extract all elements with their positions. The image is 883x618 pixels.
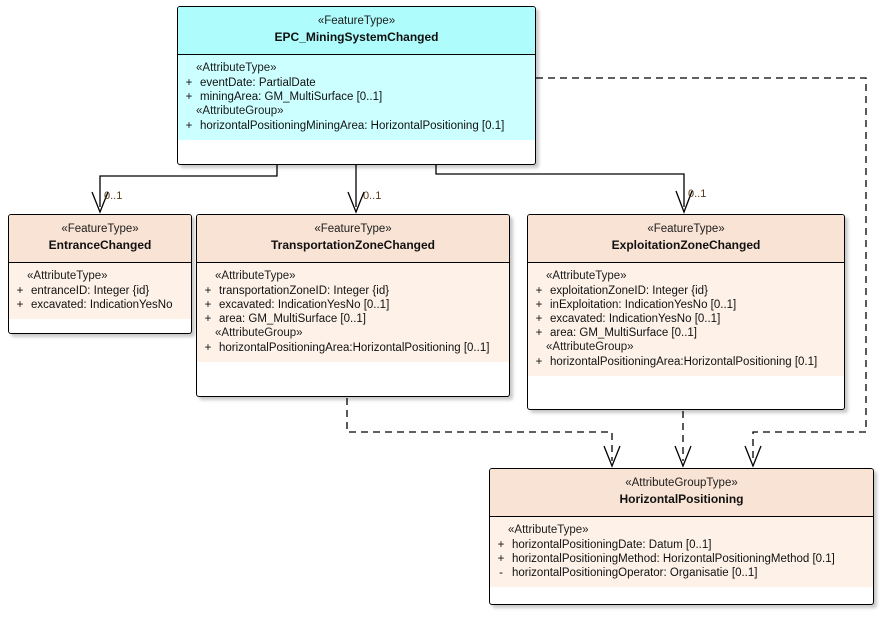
- connector-epc-to-horizontal: [536, 77, 867, 468]
- attribute-row: - horizontalPositioningOperator: Organis…: [490, 566, 873, 580]
- attribute-row: + horizontalPositioningDate: Datum [0..1…: [490, 538, 873, 552]
- visibility-marker: +: [535, 327, 543, 339]
- class-stereotype: «FeatureType»: [314, 223, 392, 235]
- class-attributes: «AttributeType» + entranceID: Integer {i…: [9, 263, 191, 319]
- visibility-marker: +: [204, 299, 212, 311]
- attribute-text: exploitationZoneID: Integer {id}: [550, 285, 708, 297]
- class-attributes: «AttributeType» + eventDate: PartialDate…: [178, 55, 535, 140]
- visibility-marker: +: [185, 91, 193, 103]
- connector-exploitation-to-horizontal: [674, 411, 692, 468]
- attribute-row: + horizontalPositioningArea:HorizontalPo…: [528, 355, 844, 369]
- visibility-marker: +: [204, 313, 212, 325]
- visibility-marker: +: [535, 285, 543, 297]
- class-header: «FeatureType» EPC_MiningSystemChanged: [178, 7, 535, 55]
- attribute-row: + excavated: IndicationYesNo: [9, 298, 191, 312]
- compartment-group-label: «AttributeGroup»: [546, 341, 634, 353]
- visibility-marker: +: [204, 342, 212, 354]
- compartment-group-label: «AttributeGroup»: [215, 327, 303, 339]
- attribute-text: excavated: IndicationYesNo [0..1]: [219, 299, 390, 311]
- visibility-marker: +: [497, 553, 505, 565]
- visibility-marker: +: [16, 299, 24, 311]
- attribute-row: + area: GM_MultiSurface [0..1]: [197, 312, 509, 326]
- class-stereotype: «FeatureType»: [647, 223, 725, 235]
- class-attributes: «AttributeType» + transportationZoneID: …: [197, 263, 509, 362]
- attribute-text: area: GM_MultiSurface [0..1]: [219, 313, 367, 325]
- compartment-group-label: «AttributeType»: [508, 524, 589, 536]
- compartment-group-label: «AttributeType»: [27, 270, 108, 282]
- compartment-group-label: «AttributeType»: [546, 270, 627, 282]
- attribute-row: + horizontalPositioningMethod: Horizonta…: [490, 552, 873, 566]
- attribute-text: excavated: IndicationYesNo: [31, 299, 173, 311]
- attribute-text: area: GM_MultiSurface [0..1]: [550, 327, 698, 339]
- multiplicity-label-entrance: 0..1: [104, 190, 123, 202]
- visibility-marker: +: [535, 299, 543, 311]
- attribute-text: horizontalPositioningMethod: HorizontalP…: [512, 553, 835, 565]
- attribute-row: + entranceID: Integer {id}: [9, 284, 191, 298]
- attribute-text: entranceID: Integer {id}: [31, 285, 150, 297]
- class-stereotype: «AttributeGroupType»: [625, 477, 738, 489]
- attribute-row: + horizontalPositioningArea:HorizontalPo…: [197, 341, 509, 355]
- class-name: TransportationZoneChanged: [270, 238, 435, 253]
- class-header: «AttributeGroupType» HorizontalPositioni…: [490, 469, 873, 517]
- visibility-marker: +: [535, 313, 543, 325]
- visibility-marker: +: [16, 285, 24, 297]
- multiplicity-label-exploitation: 0..1: [688, 188, 707, 200]
- class-box-epc-miningsystemchanged[interactable]: «FeatureType» EPC_MiningSystemChanged «A…: [177, 6, 536, 165]
- attribute-text: horizontalPositioningArea:HorizontalPosi…: [550, 356, 818, 368]
- class-box-horizontalpositioning[interactable]: «AttributeGroupType» HorizontalPositioni…: [489, 468, 874, 605]
- attribute-text: transportationZoneID: Integer {id}: [219, 285, 390, 297]
- class-box-exploitationzonechanged[interactable]: «FeatureType» ExploitationZoneChanged «A…: [527, 214, 845, 410]
- visibility-marker: +: [204, 285, 212, 297]
- class-stereotype: «FeatureType»: [61, 223, 139, 235]
- compartment-group-label: «AttributeType»: [196, 62, 277, 74]
- attribute-text: horizontalPositioningMiningArea: Horizon…: [200, 120, 505, 132]
- class-header: «FeatureType» TransportationZoneChanged: [197, 215, 509, 263]
- connector-epc-to-exploitation: [435, 165, 693, 214]
- visibility-marker: +: [497, 539, 505, 551]
- class-name: HorizontalPositioning: [619, 492, 744, 507]
- class-name: EntranceChanged: [48, 238, 152, 253]
- attribute-row: + horizontalPositioningMiningArea: Horiz…: [178, 119, 535, 133]
- attribute-row: + area: GM_MultiSurface [0..1]: [528, 326, 844, 340]
- class-box-transportationzonechanged[interactable]: «FeatureType» TransportationZoneChanged …: [196, 214, 510, 397]
- attribute-text: miningArea: GM_MultiSurface [0..1]: [200, 91, 383, 103]
- visibility-marker: -: [499, 567, 503, 579]
- visibility-marker: +: [185, 77, 193, 89]
- attribute-row: + inExploitation: IndicationYesNo [0..1]: [528, 298, 844, 312]
- class-header: «FeatureType» EntranceChanged: [9, 215, 191, 263]
- class-name: ExploitationZoneChanged: [611, 238, 761, 253]
- class-attributes: «AttributeType» + exploitationZoneID: In…: [528, 263, 844, 376]
- attribute-text: excavated: IndicationYesNo [0..1]: [550, 313, 721, 325]
- attribute-text: horizontalPositioningArea:HorizontalPosi…: [219, 342, 490, 354]
- attribute-text: horizontalPositioningDate: Datum [0..1]: [512, 539, 712, 551]
- attribute-row: + transportationZoneID: Integer {id}: [197, 284, 509, 298]
- class-header: «FeatureType» ExploitationZoneChanged: [528, 215, 844, 263]
- attribute-row: + excavated: IndicationYesNo [0..1]: [197, 298, 509, 312]
- class-stereotype: «FeatureType»: [317, 15, 396, 27]
- visibility-marker: +: [185, 120, 193, 132]
- compartment-group-label: «AttributeType»: [215, 270, 296, 282]
- connector-epc-to-entrance: [91, 165, 278, 214]
- multiplicity-label-transport: 0..1: [363, 190, 382, 202]
- attribute-row: + miningArea: GM_MultiSurface [0..1]: [178, 90, 535, 104]
- visibility-marker: +: [535, 356, 543, 368]
- class-box-entrancechanged[interactable]: «FeatureType» EntranceChanged «Attribute…: [8, 214, 192, 334]
- class-name: EPC_MiningSystemChanged: [274, 30, 439, 45]
- attribute-row: + excavated: IndicationYesNo [0..1]: [528, 312, 844, 326]
- connector-epc-to-transport: [347, 165, 365, 214]
- attribute-text: eventDate: PartialDate: [200, 77, 316, 89]
- attribute-row: + exploitationZoneID: Integer {id}: [528, 284, 844, 298]
- connector-transport-to-horizontal: [346, 398, 621, 468]
- class-attributes: «AttributeType» + horizontalPositioningD…: [490, 517, 873, 587]
- compartment-group-label: «AttributeGroup»: [196, 105, 284, 117]
- attribute-row: + eventDate: PartialDate: [178, 76, 535, 90]
- attribute-text: horizontalPositioningOperator: Organisat…: [512, 567, 758, 579]
- attribute-text: inExploitation: IndicationYesNo [0..1]: [550, 299, 737, 311]
